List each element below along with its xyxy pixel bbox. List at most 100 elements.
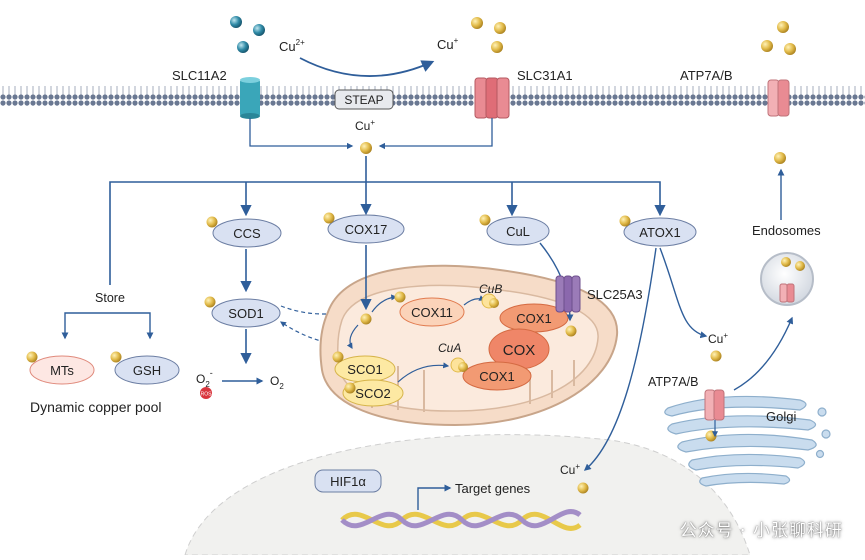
sco-to-cua-arrow [397, 362, 450, 383]
slc11a2-channel [240, 77, 260, 119]
distribution-arrows [109, 156, 666, 285]
copper-dot [795, 261, 805, 271]
atp7ab-membrane-channel [767, 79, 790, 117]
cub-label: CuB [479, 282, 502, 296]
mts-label: MTs [50, 363, 74, 378]
endosomes-label: Endosomes [752, 223, 821, 238]
cu2-label: Cu2+ [279, 38, 305, 54]
copper-dot [489, 298, 499, 308]
sco1-node: SCO1 [334, 355, 396, 383]
cytosolic-cu1-ion [360, 142, 372, 154]
copper-dot [26, 351, 38, 363]
cu1-ion [761, 40, 773, 52]
mito-sod1-dashed-arrow [280, 321, 347, 347]
copper-dot [332, 351, 344, 363]
copper-dot [206, 216, 218, 228]
slc31a1-influx-arrow [378, 118, 493, 150]
slc31a1-label: SLC31A1 [517, 68, 573, 83]
mts-node: MTs [29, 355, 95, 385]
golgi-atp7ab-label: ATP7A/B [648, 375, 698, 389]
copper-dot [710, 350, 722, 362]
golgi-cu1-label: Cu+ [708, 331, 728, 346]
cox-node: COX [488, 328, 550, 370]
slc11a2-label: SLC11A2 [172, 68, 227, 83]
cell-membrane [0, 86, 865, 106]
slc25a3-channel [555, 275, 581, 313]
atox1-to-golgi-arrow [659, 247, 708, 339]
copper-dot [204, 296, 216, 308]
slc25a3-label: SLC25A3 [587, 287, 643, 302]
copper-dot [479, 214, 491, 226]
transcription-arrow [417, 484, 452, 510]
cu1-ion [784, 43, 796, 55]
cytosolic-cu1-label: Cu+ [355, 118, 375, 133]
golgi-atp7ab-channel [704, 389, 725, 421]
hif1a-label: HIF1α [330, 474, 366, 489]
cu1-ion [777, 21, 789, 33]
copper-dot [577, 482, 589, 494]
nuclear-cu1-label: Cu+ [560, 462, 580, 477]
cox1-bottom-label: COX1 [479, 369, 514, 384]
atp7ab-top-label: ATP7A/B [680, 68, 733, 83]
steap-label: STEAP [344, 93, 383, 107]
mito-copper-dot [360, 313, 372, 325]
dna-helix [340, 509, 582, 531]
hif1a-node: HIF1α [314, 469, 382, 493]
gsh-label: GSH [133, 363, 161, 378]
steap-reduction-arrow [299, 57, 435, 77]
copper-dot [110, 351, 122, 363]
cu2-ion [253, 24, 265, 36]
ros-dot [200, 387, 212, 399]
copper-dot [458, 362, 468, 372]
cu1-label: Cu+ [437, 36, 459, 52]
sco2-label: SCO2 [355, 386, 390, 401]
cox11-label: COX11 [411, 305, 453, 320]
ccs-node: CCS [212, 218, 282, 248]
cox17-label: COX17 [345, 222, 388, 237]
copper-dot [394, 291, 406, 303]
cox1-bottom-node: COX1 [462, 361, 532, 391]
to-cox11-arrow [371, 294, 398, 313]
cu1-ion [491, 41, 503, 53]
atox1-to-nucleus-arrow [583, 247, 657, 471]
copper-dot [619, 215, 631, 227]
slc31a1-channel [474, 77, 510, 119]
store-label: Store [95, 291, 125, 305]
sco2-node: SCO2 [342, 379, 404, 407]
cul-label: CuL [506, 224, 530, 239]
cox1-top-node: COX1 [499, 303, 569, 333]
sod1-label: SOD1 [228, 306, 263, 321]
copper-dot [323, 212, 335, 224]
sod1-node: SOD1 [211, 298, 281, 328]
ros-label: ROS [201, 392, 213, 398]
golgi-label: Golgi [766, 409, 796, 424]
superoxide-label: O2- [196, 368, 213, 389]
slc11a2-influx-arrow [249, 118, 354, 150]
cox11-node: COX11 [399, 297, 465, 327]
cu2-ion [230, 16, 242, 28]
to-sco1-arrow [346, 324, 359, 350]
gsh-node: GSH [114, 355, 180, 385]
ccs-label: CCS [233, 226, 261, 241]
target-genes-label: Target genes [455, 481, 531, 496]
golgi-to-endosome-arrow [733, 316, 794, 391]
copper-dot [565, 325, 577, 337]
cua-label: CuA [438, 341, 461, 355]
cu1-ion [494, 22, 506, 34]
atox1-label: ATOX1 [639, 225, 680, 240]
nucleus [184, 434, 751, 556]
watermark-text: 公众号 · 小张聊科研 [679, 521, 843, 541]
dynamic-copper-pool-label: Dynamic copper pool [30, 399, 162, 415]
steap-box [334, 89, 394, 110]
atox1-node: ATOX1 [623, 217, 697, 247]
cox-label: COX [503, 342, 536, 359]
cox1-top-label: COX1 [516, 311, 551, 326]
copper-dot [781, 257, 791, 267]
copper-dot [344, 382, 356, 394]
store-split-arrow [61, 312, 154, 340]
sco1-label: SCO1 [347, 362, 382, 377]
cox17-node: COX17 [327, 214, 405, 244]
oxygen-label: O2 [270, 374, 284, 391]
cu1-ion [471, 17, 483, 29]
